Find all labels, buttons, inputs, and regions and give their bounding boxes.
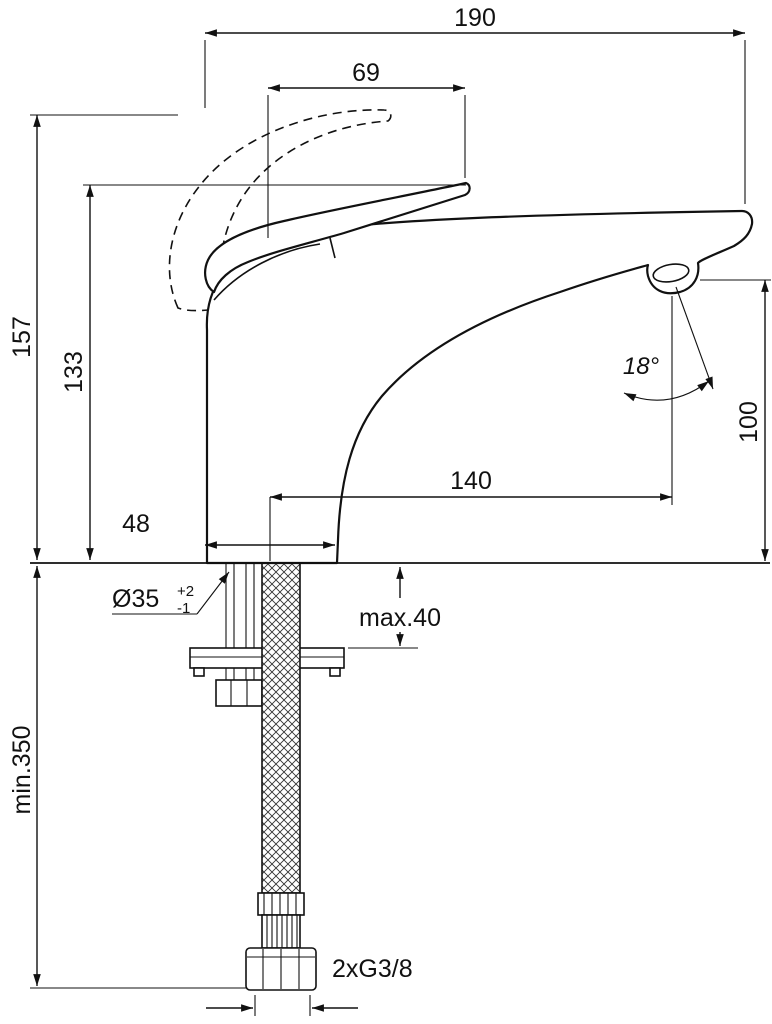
dim-label-spout-angle: 18° — [623, 353, 660, 380]
dim-label-spout-projection: 140 — [450, 467, 492, 495]
dim-height-to-handle: 133 — [60, 184, 466, 560]
dim-hole-diameter: Ø35 +2 -1 — [112, 571, 230, 617]
dim-connection: 2xG3/8 — [206, 955, 413, 1016]
dim-label-total-height: 157 — [8, 316, 36, 358]
hose-connector-nut — [245, 947, 317, 991]
dim-base-width: 48 — [122, 510, 335, 549]
dim-label-total-reach: 190 — [454, 4, 496, 32]
dim-label-base-width: 48 — [122, 510, 150, 538]
supply-hose — [261, 562, 301, 894]
dim-label-hole-tol-upper: +2 — [177, 583, 194, 600]
dim-spout-height: 100 — [700, 279, 771, 561]
dim-label-max-thickness: max.40 — [359, 604, 441, 632]
dim-label-min-hose-length: min.350 — [8, 726, 36, 815]
mounting-nut — [215, 679, 263, 707]
dim-spout-projection: 140 — [269, 296, 673, 561]
dim-label-height-to-handle: 133 — [60, 351, 88, 393]
dim-label-spout-height: 100 — [735, 401, 763, 443]
dim-label-handle-length: 69 — [352, 59, 380, 87]
dim-total-reach: 190 — [204, 4, 746, 204]
spout-aerator — [652, 263, 690, 283]
dim-label-hole-diameter: Ø35 — [112, 585, 159, 613]
hose-crimp — [257, 892, 305, 949]
faucet-illustration — [30, 109, 770, 991]
dim-handle-length: 69 — [267, 59, 466, 238]
dim-label-connection: 2xG3/8 — [332, 955, 413, 983]
dim-min-hose-length: min.350 — [8, 566, 246, 989]
dim-total-height: 157 — [8, 114, 178, 560]
dim-label-hole-tol-lower: -1 — [177, 600, 190, 617]
handle-lever — [204, 181, 471, 294]
dim-max-thickness: max.40 — [348, 567, 441, 649]
dim-spout-angle: 18° — [623, 286, 714, 402]
threaded-rods — [225, 563, 255, 680]
